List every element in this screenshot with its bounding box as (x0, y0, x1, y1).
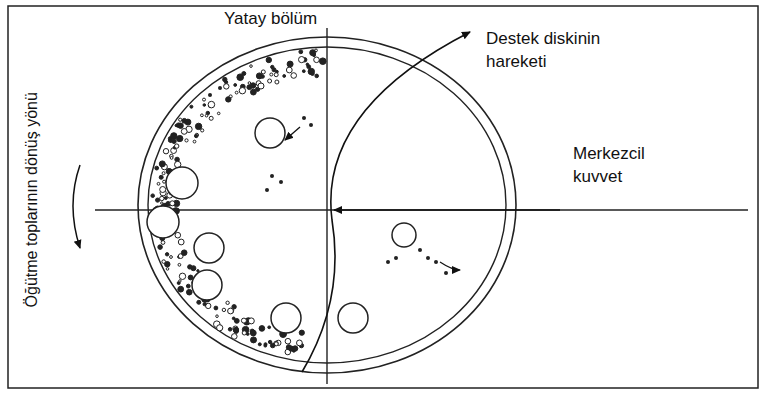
centrifugal-arrow (334, 209, 560, 210)
powder-particles (151, 49, 449, 355)
section-label: Yatay bölüm (222, 8, 319, 31)
disk-motion-arrow (302, 32, 470, 372)
frame (8, 6, 758, 388)
rotation-arrow (73, 165, 80, 248)
vertical-axis (326, 28, 327, 384)
motion-label: Destek diskinin hareketi (486, 28, 636, 74)
horizontal-axis (95, 209, 748, 210)
rotation-label: Öğütme toplarının dönüş yönü (21, 92, 43, 307)
force-label: Merkezcil kuvvet (573, 143, 683, 189)
ball-path-arrow (440, 262, 460, 270)
ball-fall-arrow (285, 127, 300, 140)
grinding-balls (147, 118, 416, 333)
